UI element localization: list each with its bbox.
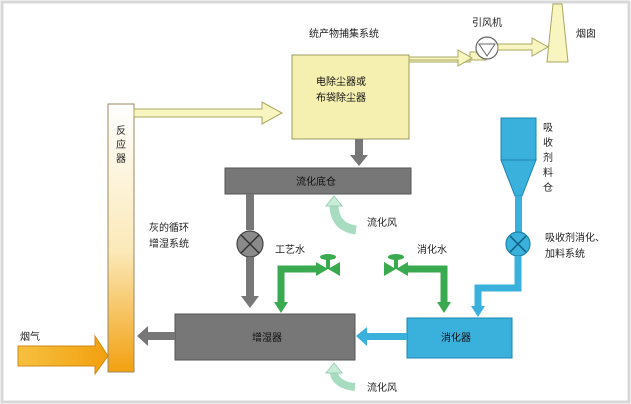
humidifier-box — [174, 313, 356, 361]
label-slaker: 消化器 — [441, 331, 471, 344]
fluid-air-bottom-arrowhead — [324, 362, 344, 374]
process-water-arrowhead — [274, 302, 288, 313]
label-collector-line2: 布袋除尘器 — [316, 91, 366, 104]
slaker-out-arrowhead — [356, 327, 367, 346]
label-slaking-line1: 吸收剂消化、 — [545, 231, 605, 244]
label-slaking-line2: 加料系统 — [545, 247, 585, 260]
fan-blade — [478, 43, 496, 57]
chimney-icon — [546, 3, 569, 63]
slaking-water-valve-right — [396, 262, 408, 276]
ash-pipe-arrowhead — [241, 296, 259, 308]
humidifier-out-arrowhead — [137, 326, 148, 346]
flue-gas-arrow — [17, 334, 109, 376]
label-silo-2: 收 — [543, 136, 553, 149]
slaker-box — [406, 317, 513, 359]
dust-down-arrowhead — [350, 155, 368, 166]
label-silo-3: 剂 — [543, 151, 553, 164]
gas-arrow-to-chimney — [497, 37, 550, 57]
label-chimney: 烟囱 — [576, 27, 596, 40]
process-water-valve-right — [328, 262, 340, 276]
humidifier-out-pipe — [148, 332, 175, 340]
slaking-water-valve-left — [384, 262, 396, 276]
label-ash-line1: 灰的循环 — [149, 221, 189, 234]
absorbent-silo-cone — [500, 159, 537, 197]
label-ash-line2: 增湿系统 — [149, 237, 189, 250]
label-reactor-3: 器 — [116, 153, 126, 165]
label-fan: 引风机 — [472, 16, 502, 29]
silo-pipe-lower — [474, 256, 522, 308]
label-fluid-bed: 流化底仓 — [296, 175, 336, 188]
reactor-column — [107, 103, 135, 373]
slaking-water-valve-handle — [388, 254, 404, 260]
label-process-water: 工艺水 — [275, 244, 305, 256]
label-fluid-air-bottom: 流化风 — [367, 381, 397, 394]
fluid-bed-box — [224, 167, 412, 195]
label-humidifier: 增湿器 — [252, 331, 282, 344]
process-water-valve-handle — [320, 254, 336, 260]
label-reactor-2: 应 — [116, 138, 126, 151]
fluid-air-top-curve — [329, 203, 357, 235]
collector-box — [291, 54, 410, 140]
ash-pipe-upper — [246, 194, 254, 230]
process-water-valve-left — [316, 262, 328, 276]
fluid-air-bottom-curve — [330, 371, 356, 391]
label-byproduct-system: 统产物捕集系统 — [309, 27, 379, 40]
process-water-pipe — [277, 265, 316, 305]
silo-pipe-arrowhead — [471, 306, 485, 317]
label-flue-gas: 烟气 — [20, 330, 40, 343]
dust-down-pipe — [355, 139, 363, 155]
slaking-water-arrowhead — [437, 302, 451, 313]
label-reactor-1: 反 — [116, 125, 126, 137]
slaking-water-pipe — [408, 265, 448, 305]
slaker-out-pipe — [367, 333, 407, 340]
gas-arrow-to-collector — [133, 101, 284, 125]
absorbent-silo-body — [500, 117, 537, 161]
label-silo-5: 仓 — [543, 181, 553, 194]
fluid-air-top-arrowhead — [324, 195, 344, 207]
gas-arrow-to-fan — [408, 49, 474, 67]
ash-pipe-lower — [246, 257, 254, 297]
silo-pipe-upper — [515, 196, 522, 232]
label-silo-4: 料 — [543, 166, 553, 179]
label-collector-line1: 电除尘器或 — [316, 75, 366, 88]
label-fluid-air-top: 流化风 — [367, 216, 397, 229]
label-slaking-water: 消化水 — [417, 243, 447, 256]
label-silo-1: 吸 — [543, 123, 553, 134]
